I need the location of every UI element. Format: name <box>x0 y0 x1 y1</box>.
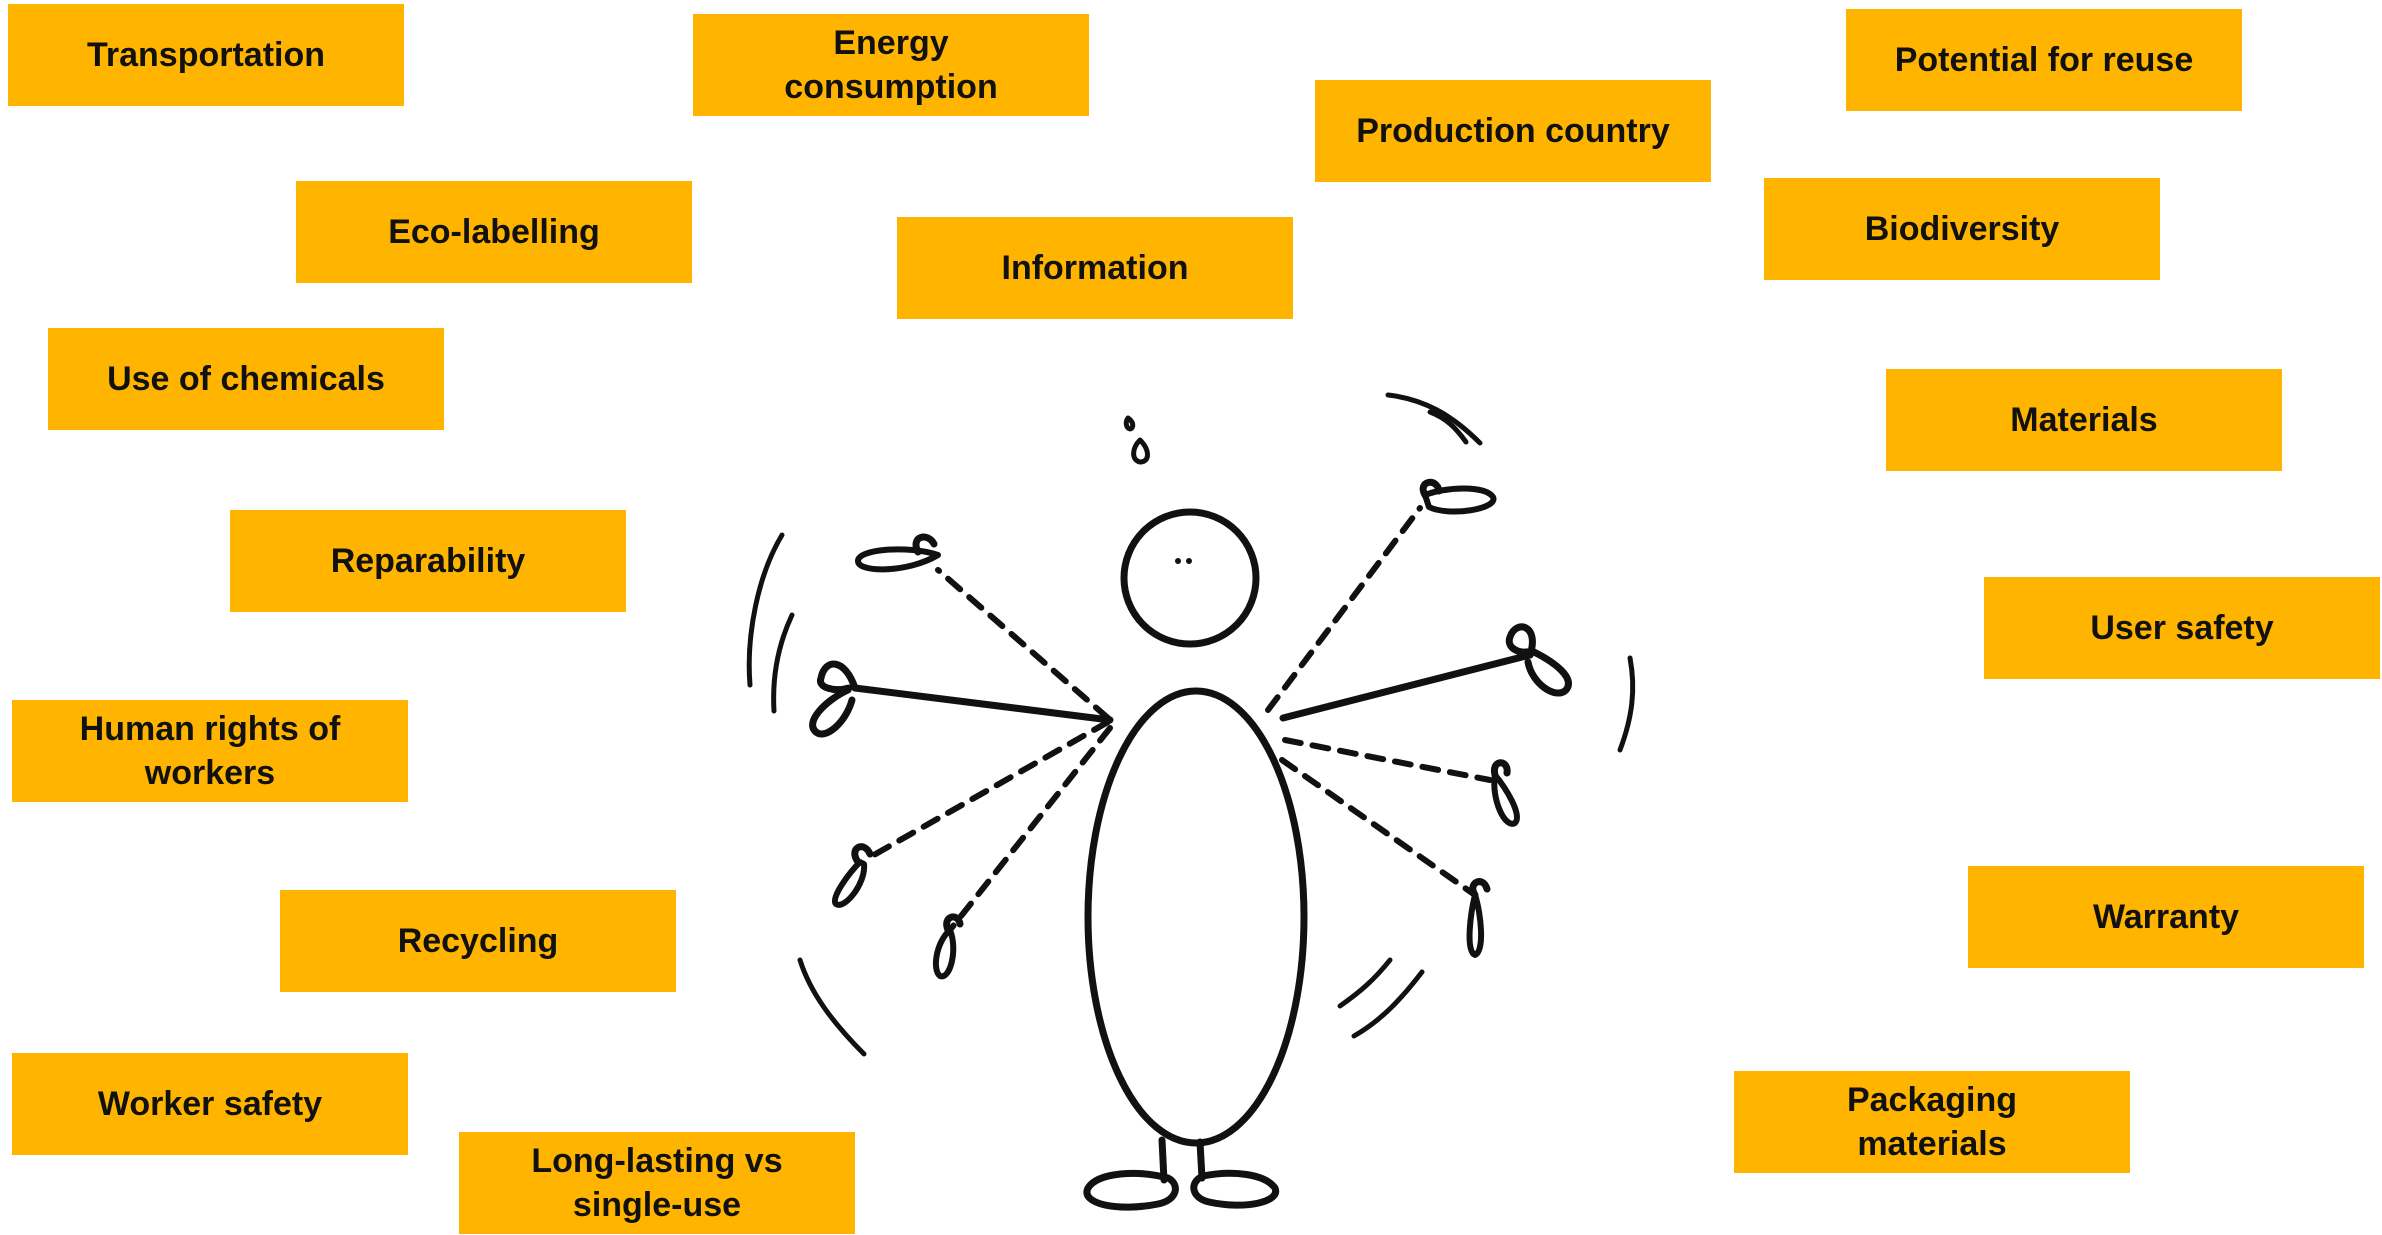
tag-energy-consumption: Energy consumption <box>693 14 1089 116</box>
tag-label: Long-lasting vs single-use <box>531 1142 783 1224</box>
tag-production-country: Production country <box>1315 80 1711 182</box>
tag-label: Information <box>1001 249 1189 287</box>
tag-biodiversity: Biodiversity <box>1764 178 2160 280</box>
figure-body <box>1084 687 1308 1147</box>
tag-recycling: Recycling <box>280 890 676 992</box>
tag-eco-labelling: Eco-labelling <box>296 181 692 283</box>
tag-worker-safety: Worker safety <box>12 1053 408 1155</box>
tag-materials: Materials <box>1886 369 2282 471</box>
tag-label: Transportation <box>86 36 326 74</box>
tag-label: Warranty <box>2092 898 2240 936</box>
tag-warranty: Warranty <box>1968 866 2364 968</box>
tag-label: Packaging materials <box>1846 1081 2018 1163</box>
tag-use-of-chemicals: Use of chemicals <box>48 328 444 430</box>
tag-label: Materials <box>2010 401 2158 439</box>
tag-information: Information <box>897 217 1293 319</box>
tag-label: Recycling <box>397 922 559 960</box>
tag-label: Potential for reuse <box>1894 41 2194 79</box>
tag-label: Production country <box>1356 112 1670 150</box>
tag-reparability: Reparability <box>230 510 626 612</box>
tag-label: Use of chemicals <box>107 360 385 398</box>
tag-label: Reparability <box>330 542 526 580</box>
tag-transportation: Transportation <box>8 4 404 106</box>
tag-label: User safety <box>2090 609 2274 647</box>
tag-long-lasting-vs-single-use: Long-lasting vs single-use <box>459 1132 855 1234</box>
tag-user-safety: User safety <box>1984 577 2380 679</box>
tag-label: Worker safety <box>97 1085 323 1123</box>
tag-human-rights-of-workers: Human rights of workers <box>12 700 408 802</box>
tag-label: Human rights of workers <box>79 710 341 792</box>
tag-packaging-materials: Packaging materials <box>1734 1071 2130 1173</box>
figure-head <box>1120 508 1260 648</box>
tag-label: Energy consumption <box>784 24 998 106</box>
tag-potential-for-reuse: Potential for reuse <box>1846 9 2242 111</box>
tag-label: Biodiversity <box>1864 210 2060 248</box>
tag-label: Eco-labelling <box>388 213 600 251</box>
